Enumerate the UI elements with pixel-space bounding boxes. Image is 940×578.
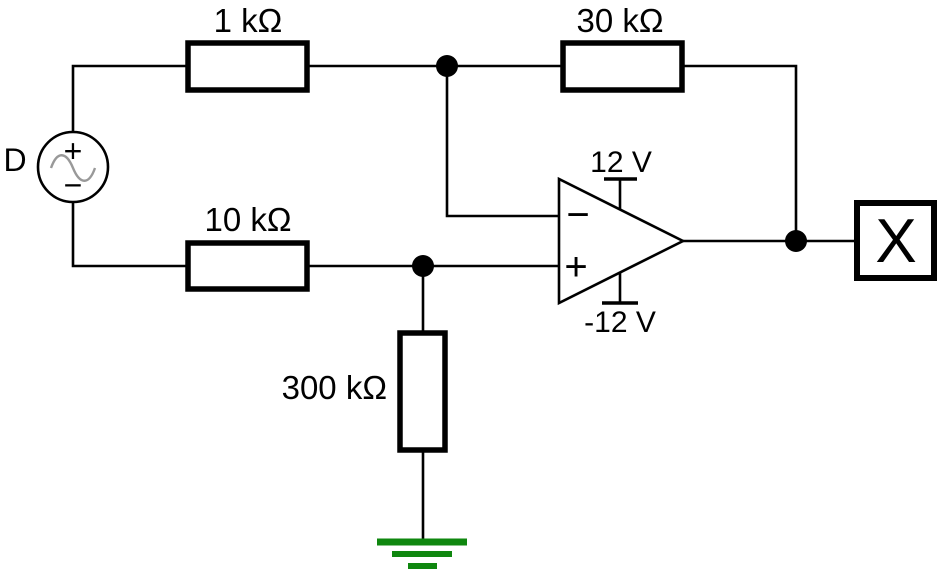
wire-inverting-input: [445, 66, 559, 218]
resistor-10k-label: 10 kΩ: [204, 201, 291, 238]
negative-supply-label: -12 V: [584, 306, 656, 339]
wire-source-to-r3: [71, 202, 188, 268]
output-block: [854, 200, 937, 281]
positive-supply-label: 12 V: [590, 146, 652, 179]
opamp-inverting-symbol: −: [566, 193, 589, 237]
source-plus-symbol: +: [64, 133, 83, 169]
junction-dot-noninverting: [412, 255, 434, 277]
resistor-30k-label: 30 kΩ: [576, 2, 663, 39]
ground-symbol: [377, 538, 467, 569]
wire-r2-to-output-node: [682, 64, 798, 241]
wire-source-to-r1: [71, 64, 188, 132]
resistor-1k: [185, 40, 310, 93]
output-block-label: X: [875, 207, 916, 276]
opamp-noninverting-symbol: +: [564, 245, 587, 289]
sine-wave-icon: [49, 154, 97, 182]
junction-dot-top: [436, 55, 458, 77]
resistor-300k-label: 300 kΩ: [282, 369, 387, 406]
source-label: D: [3, 142, 26, 178]
resistor-30k: [560, 40, 685, 93]
resistor-1k-label: 1 kΩ: [214, 2, 283, 39]
junction-dot-output: [785, 230, 807, 252]
resistor-300k: [397, 330, 448, 453]
source-minus-symbol: −: [64, 167, 83, 203]
resistor-10k: [185, 240, 310, 292]
